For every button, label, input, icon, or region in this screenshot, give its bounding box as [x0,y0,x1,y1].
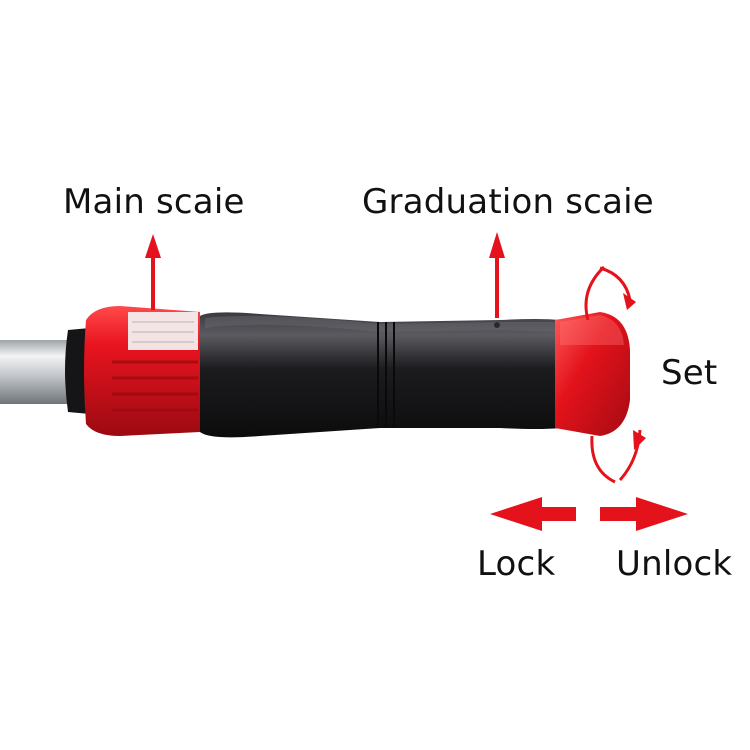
grip-handle [200,312,560,438]
graduation-mark [494,322,500,328]
rotation-arrows-icon [584,265,642,484]
main-scale-label: Main scaie [63,182,245,222]
unlock-label: Unlock [616,544,733,584]
rotation-arrowhead-top-icon [623,293,636,310]
end-cap [555,312,630,436]
lock-arrow-icon [490,497,576,531]
lock-label: Lock [477,544,556,584]
set-label: Set [661,353,718,393]
rotation-arrowhead-bottom-icon [633,430,646,450]
scale-marking-window [128,312,198,350]
main-scale-arrow-icon [145,234,161,310]
unlock-arrow-icon [600,497,688,531]
main-scale-sleeve [84,306,200,436]
graduation-scale-label: Graduation scaie [362,182,654,222]
graduation-scale-arrow-icon [489,232,505,318]
collar-ring [65,328,90,414]
